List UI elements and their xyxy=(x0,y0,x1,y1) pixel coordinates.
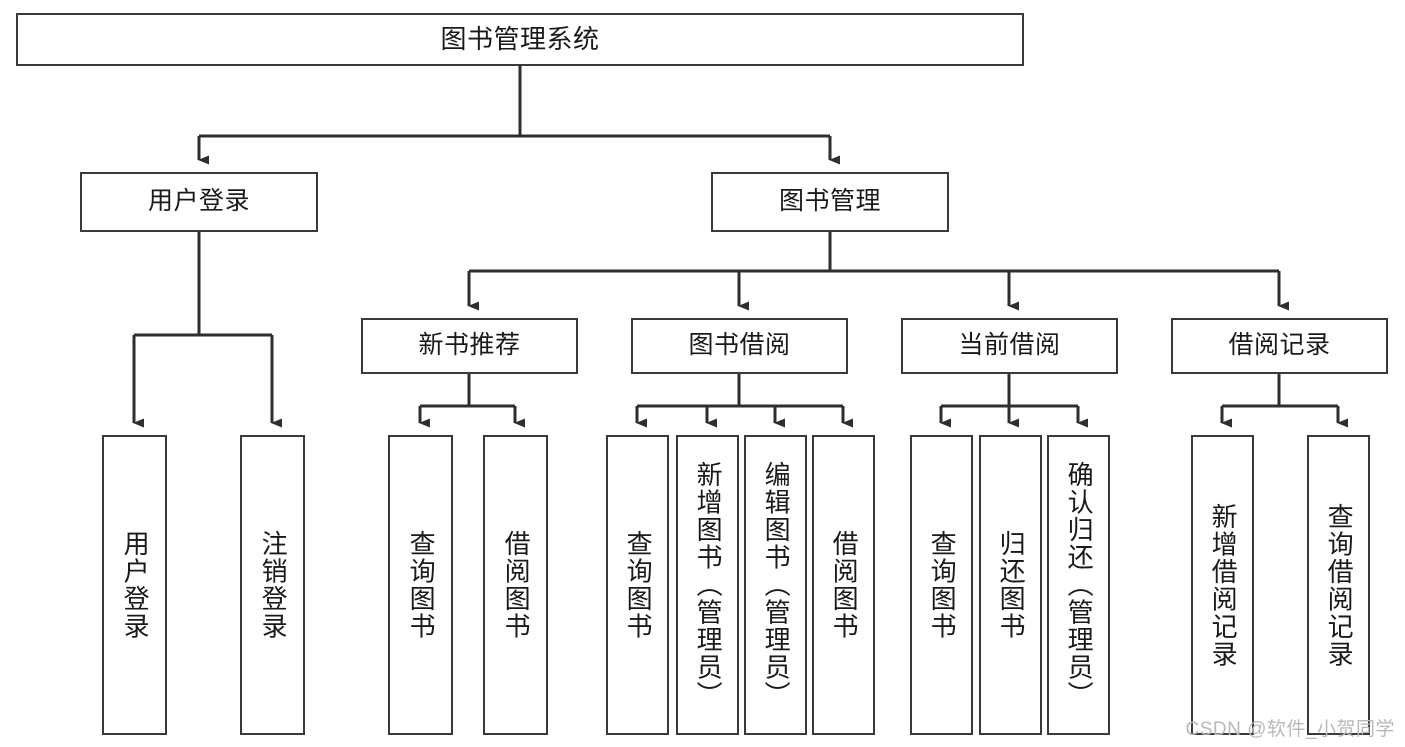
node-label: 新书推荐 xyxy=(418,331,521,360)
leaf-confirm-return[interactable]: 确认归还（管理员） xyxy=(1047,435,1110,735)
node-user-login[interactable]: 用户登录 xyxy=(80,172,318,232)
node-label: 借阅记录 xyxy=(1228,331,1331,360)
node-label: 借阅图书 xyxy=(829,530,860,640)
node-label: 用户登录 xyxy=(120,530,151,640)
node-label: 图书借阅 xyxy=(688,331,791,360)
node-new-book-recommend[interactable]: 新书推荐 xyxy=(361,318,578,374)
node-label: 新增图书（管理员） xyxy=(693,461,724,709)
leaf-query-book-1[interactable]: 查询图书 xyxy=(388,435,453,735)
node-label: 图书管理系统 xyxy=(440,24,600,55)
node-book-manage[interactable]: 图书管理 xyxy=(711,172,949,232)
node-label: 借阅图书 xyxy=(501,530,532,640)
node-label: 查询图书 xyxy=(927,530,958,640)
leaf-logout-login[interactable]: 注销登录 xyxy=(240,435,305,735)
node-label: 确认归还（管理员） xyxy=(1064,461,1095,709)
node-current-borrow[interactable]: 当前借阅 xyxy=(901,318,1118,374)
leaf-edit-book[interactable]: 编辑图书（管理员） xyxy=(744,435,807,735)
leaf-add-book[interactable]: 新增图书（管理员） xyxy=(676,435,739,735)
leaf-user-login[interactable]: 用户登录 xyxy=(102,435,167,735)
node-label: 归还图书 xyxy=(996,530,1027,640)
node-borrow-record[interactable]: 借阅记录 xyxy=(1171,318,1388,374)
leaf-query-record[interactable]: 查询借阅记录 xyxy=(1307,435,1370,735)
node-label: 查询图书 xyxy=(406,530,437,640)
leaf-query-book-2[interactable]: 查询图书 xyxy=(606,435,669,735)
leaf-borrow-book-2[interactable]: 借阅图书 xyxy=(812,435,875,735)
leaf-borrow-book-1[interactable]: 借阅图书 xyxy=(483,435,548,735)
leaf-return-book[interactable]: 归还图书 xyxy=(979,435,1042,735)
node-label: 新增借阅记录 xyxy=(1208,502,1239,668)
node-label: 编辑图书（管理员） xyxy=(761,461,792,709)
node-label: 查询借阅记录 xyxy=(1324,502,1355,668)
node-label: 查询图书 xyxy=(623,530,654,640)
node-label: 当前借阅 xyxy=(958,331,1061,360)
node-label: 用户登录 xyxy=(147,187,250,216)
node-label: 图书管理 xyxy=(778,187,881,216)
leaf-query-book-3[interactable]: 查询图书 xyxy=(910,435,973,735)
node-book-borrow[interactable]: 图书借阅 xyxy=(631,318,848,374)
leaf-add-record[interactable]: 新增借阅记录 xyxy=(1191,435,1254,735)
node-root-system[interactable]: 图书管理系统 xyxy=(16,13,1024,66)
node-label: 注销登录 xyxy=(258,530,289,640)
watermark: CSDN @软件_小贺同学 xyxy=(1185,719,1395,740)
